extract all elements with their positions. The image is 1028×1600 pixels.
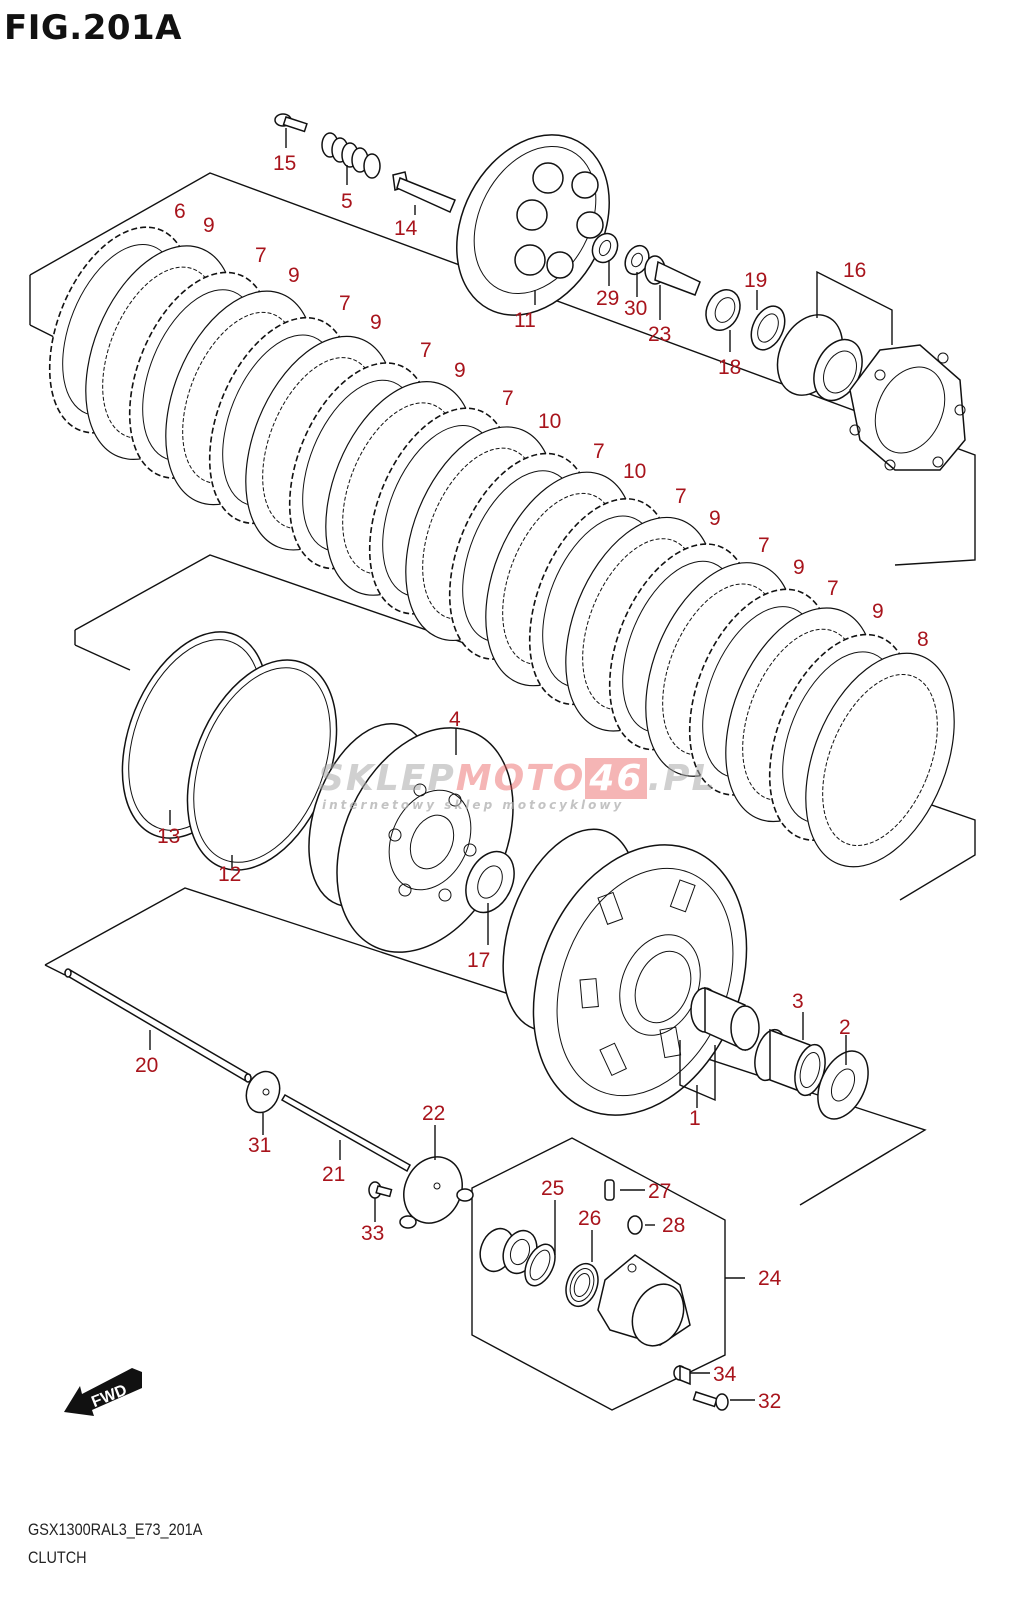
bearing-part-30[interactable] — [621, 242, 654, 278]
callout-7[interactable]: 7 — [339, 292, 351, 315]
watermark-subtitle: internetowy sklep motocyklowy — [322, 798, 625, 812]
callout-10[interactable]: 10 — [538, 410, 561, 433]
callout-33[interactable]: 33 — [361, 1222, 384, 1245]
callout-9[interactable]: 9 — [370, 311, 382, 334]
callout-26[interactable]: 26 — [578, 1207, 601, 1230]
callout-13[interactable]: 13 — [157, 825, 180, 848]
push-rod-part-21[interactable] — [280, 1093, 411, 1173]
callout-6[interactable]: 6 — [174, 200, 186, 223]
clutch-plate-stack — [48, 226, 983, 888]
driven-plate[interactable] — [777, 631, 983, 888]
nut-part-18[interactable] — [700, 284, 747, 336]
bolt-part-32[interactable] — [692, 1391, 729, 1411]
callout-7[interactable]: 7 — [827, 577, 839, 600]
callout-10[interactable]: 10 — [623, 460, 646, 483]
group-outline-middle — [74, 554, 976, 901]
callout-1[interactable]: 1 — [689, 1107, 701, 1130]
callout-9[interactable]: 9 — [454, 359, 466, 382]
cap-part-28[interactable] — [627, 1215, 643, 1235]
sleeve-hub-part-16[interactable] — [765, 270, 966, 471]
callout-7[interactable]: 7 — [420, 339, 432, 362]
callout-9[interactable]: 9 — [288, 264, 300, 287]
push-rod-part-20[interactable] — [64, 968, 252, 1083]
spring-part-26[interactable] — [560, 1259, 603, 1311]
callout-15[interactable]: 15 — [273, 152, 296, 175]
callout-7[interactable]: 7 — [758, 534, 770, 557]
watermark-part1: SKLEP — [318, 758, 456, 799]
pin-part-34[interactable] — [673, 1364, 691, 1386]
callout-22[interactable]: 22 — [422, 1102, 445, 1125]
callout-9[interactable]: 9 — [793, 556, 805, 579]
callout-30[interactable]: 30 — [624, 297, 647, 320]
callout-16[interactable]: 16 — [843, 259, 866, 282]
washer-part-19[interactable] — [745, 301, 792, 355]
watermark-part4: .PL — [647, 758, 717, 799]
callout-2[interactable]: 2 — [839, 1016, 851, 1039]
spring-bolt-part-14[interactable] — [392, 171, 456, 214]
thrust-washer-part-17[interactable] — [457, 844, 524, 921]
bleeder-valve-part-27[interactable] — [604, 1179, 615, 1201]
needle-bearing-part-3[interactable] — [750, 1026, 831, 1098]
spring-part-5[interactable] — [321, 132, 381, 179]
callout-8[interactable]: 8 — [917, 628, 929, 651]
callout-18[interactable]: 18 — [718, 356, 741, 379]
pressure-plate-part-11[interactable] — [427, 108, 640, 341]
callout-19[interactable]: 19 — [744, 269, 767, 292]
oil-seal-part-31[interactable] — [241, 1067, 285, 1117]
cover-part-22[interactable] — [393, 1147, 474, 1232]
callout-27[interactable]: 27 — [648, 1180, 671, 1203]
callout-23[interactable]: 23 — [648, 323, 671, 346]
callout-11[interactable]: 11 — [514, 309, 536, 332]
callout-7[interactable]: 7 — [593, 440, 605, 463]
bolt-part-15[interactable] — [274, 113, 308, 133]
leader-lines — [149, 128, 847, 1401]
callout-7[interactable]: 7 — [255, 244, 267, 267]
callout-20[interactable]: 20 — [135, 1054, 158, 1077]
plate-inner-edge — [822, 673, 938, 847]
bolt-part-33[interactable] — [368, 1181, 393, 1199]
callout-7[interactable]: 7 — [675, 485, 687, 508]
callout-9[interactable]: 9 — [709, 507, 721, 530]
washer-part-29[interactable] — [588, 229, 622, 266]
push-piece-part-23[interactable] — [644, 255, 701, 296]
callout-5[interactable]: 5 — [341, 190, 353, 213]
callout-7[interactable]: 7 — [502, 387, 514, 410]
callout-28[interactable]: 28 — [662, 1214, 685, 1237]
seal-part-25[interactable] — [519, 1240, 561, 1291]
figure-title: FIG.201A — [4, 8, 182, 48]
release-cylinder-body-part-24[interactable] — [597, 1254, 745, 1354]
callout-3[interactable]: 3 — [792, 990, 804, 1013]
callout-24[interactable]: 24 — [758, 1267, 782, 1290]
callout-17[interactable]: 17 — [467, 949, 490, 972]
forward-arrow-icon: FWD — [64, 1368, 142, 1416]
callout-21[interactable]: 21 — [322, 1163, 345, 1186]
section-name: CLUTCH — [28, 1548, 87, 1567]
model-code: GSX1300RAL3_E73_201A — [28, 1520, 203, 1539]
callout-29[interactable]: 29 — [596, 287, 619, 310]
callout-9[interactable]: 9 — [872, 600, 884, 623]
callout-12[interactable]: 12 — [218, 863, 241, 886]
callout-31[interactable]: 31 — [248, 1134, 271, 1157]
callout-4[interactable]: 4 — [449, 708, 461, 731]
group-outline-release-cylinder — [471, 1137, 726, 1411]
callout-labels: 15 5 14 11 29 30 23 19 18 16 6 9 7 9 7 9… — [135, 152, 929, 1413]
watermark-part3: 46 — [585, 758, 648, 799]
callout-34[interactable]: 34 — [713, 1363, 737, 1386]
callout-32[interactable]: 32 — [758, 1390, 781, 1413]
primary-driven-gear-part-1[interactable] — [478, 811, 785, 1147]
callout-9[interactable]: 9 — [203, 214, 215, 237]
watermark-part2: MOTO — [455, 758, 586, 799]
callout-14[interactable]: 14 — [394, 217, 418, 240]
callout-25[interactable]: 25 — [541, 1177, 564, 1200]
thrust-washer-part-2[interactable] — [808, 1043, 878, 1127]
